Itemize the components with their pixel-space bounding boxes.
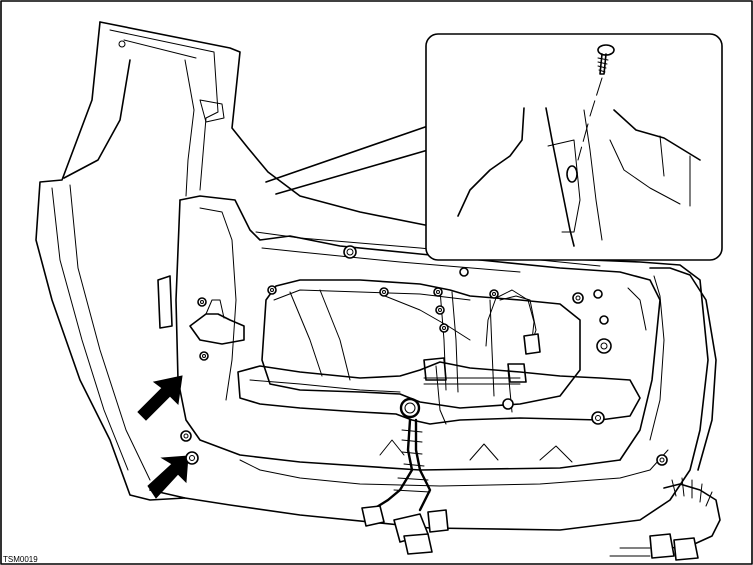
detail-trim-panel <box>457 107 701 247</box>
callout-leader <box>265 125 429 195</box>
screw-hole <box>566 165 578 183</box>
arrow-lower <box>147 455 189 499</box>
wire-harness <box>361 289 541 555</box>
corrugated-conduit <box>609 477 721 561</box>
figure-id-label: TSM0019 <box>3 555 38 564</box>
inner-handle-bracket <box>157 275 245 345</box>
arrow-upper <box>137 375 183 421</box>
fasteners <box>197 245 668 466</box>
highlighted-fasteners <box>180 430 199 465</box>
detail-callout <box>425 33 723 261</box>
window-regulator-module <box>237 279 641 425</box>
screw-icon <box>597 44 615 75</box>
screw-axis-line <box>577 77 603 161</box>
door-edge-right <box>627 267 717 471</box>
